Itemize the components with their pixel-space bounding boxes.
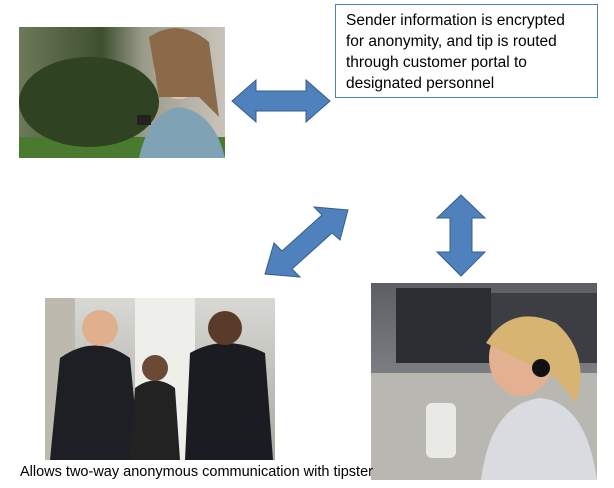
info-text: Sender information is encrypted for anon… — [346, 12, 565, 92]
caption: Allows two-way anonymous communication w… — [20, 464, 373, 480]
double-arrow-horizontal-icon — [231, 78, 331, 124]
double-arrow-vertical-icon — [435, 194, 487, 277]
info-box: Sender information is encrypted for anon… — [335, 4, 598, 98]
photo-police-officers — [45, 298, 275, 460]
photo-dispatcher — [371, 283, 597, 480]
double-arrow-diagonal-icon — [264, 206, 349, 278]
photo-woman-texting — [19, 27, 225, 158]
